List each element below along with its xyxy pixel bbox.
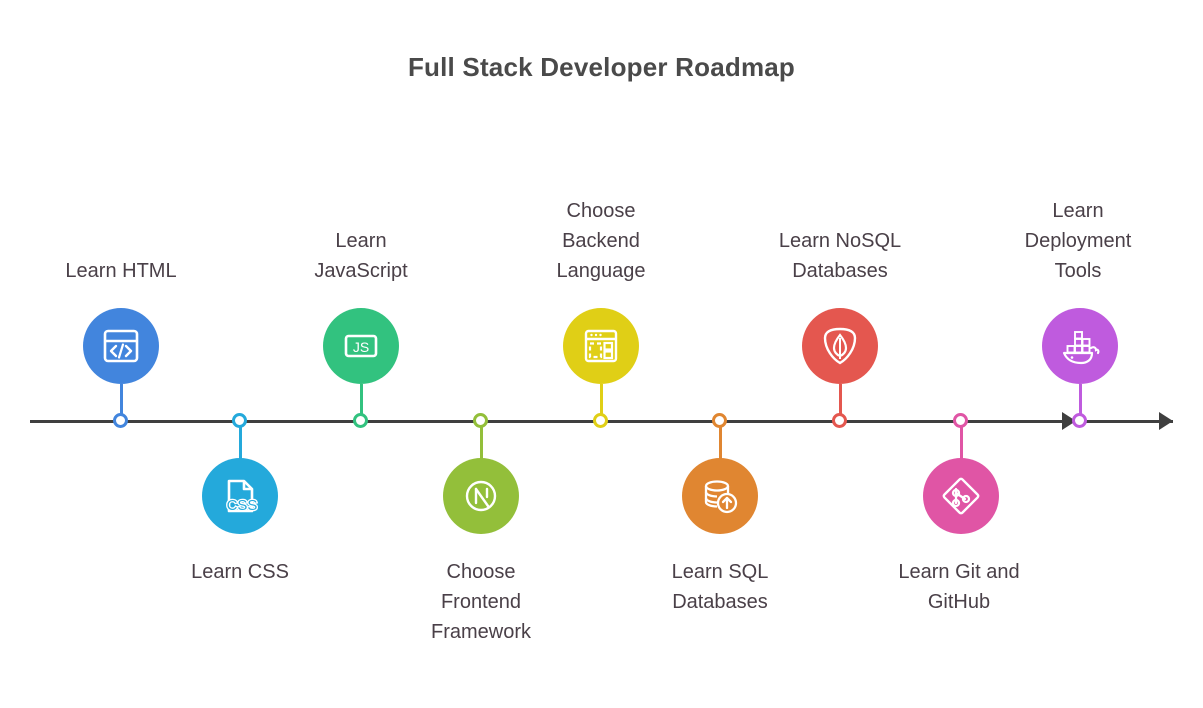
icon-badge[interactable]	[563, 308, 639, 384]
javascript-js-icon: JS	[337, 322, 385, 370]
icon-badge[interactable]: JS	[323, 308, 399, 384]
html-code-window-icon	[97, 322, 145, 370]
page-title: Full Stack Developer Roadmap	[407, 52, 796, 82]
connector-stem	[119, 384, 123, 424]
timeline-marker[interactable]	[832, 413, 847, 428]
timeline-marker[interactable]	[712, 413, 727, 428]
git-branch-diamond-icon	[937, 472, 985, 520]
svg-text:CSS: CSS	[227, 497, 258, 514]
milestone-label: Choose Frontend Framework	[430, 561, 531, 643]
connector-stem	[238, 420, 242, 460]
icon-badge[interactable]	[682, 458, 758, 534]
timeline-marker[interactable]	[473, 413, 488, 428]
timeline-marker[interactable]	[593, 413, 608, 428]
milestone-label: Learn SQL Databases	[671, 561, 769, 613]
svg-text:JS: JS	[353, 339, 369, 355]
backend-layout-icon	[577, 322, 625, 370]
nextjs-n-circle-icon	[457, 472, 505, 520]
timeline-marker[interactable]	[1072, 413, 1087, 428]
connector-stem	[479, 420, 483, 460]
connector-stem	[599, 384, 603, 424]
connector-stem	[718, 420, 722, 460]
icon-badge[interactable]	[802, 308, 878, 384]
connector-stem	[838, 384, 842, 424]
connector-stem	[1078, 384, 1082, 424]
mongodb-leaf-icon	[816, 322, 864, 370]
milestone-label: Learn Git and GitHub	[898, 561, 1020, 613]
timeline-marker[interactable]	[113, 413, 128, 428]
milestone-label: Learn HTML	[65, 260, 177, 282]
icon-badge[interactable]	[83, 308, 159, 384]
connector-stem	[959, 420, 963, 460]
icon-badge[interactable]	[443, 458, 519, 534]
css-document-icon: CSS	[216, 472, 264, 520]
icon-badge[interactable]	[1042, 308, 1118, 384]
connector-stem	[359, 384, 363, 424]
icon-badge[interactable]: CSS	[202, 458, 278, 534]
docker-whale-icon	[1056, 322, 1104, 370]
milestone-label: Learn Deployment Tools	[1024, 200, 1132, 282]
milestone-label: Learn CSS	[191, 561, 289, 583]
timeline-marker[interactable]	[353, 413, 368, 428]
timeline-marker[interactable]	[953, 413, 968, 428]
timeline-marker[interactable]	[232, 413, 247, 428]
milestone-label: Choose Backend Language	[556, 200, 646, 282]
milestone-label: Learn JavaScript	[314, 230, 408, 282]
timeline-arrow-end	[1159, 412, 1173, 430]
milestone-label: Learn NoSQL Databases	[778, 230, 902, 282]
icon-badge[interactable]	[923, 458, 999, 534]
sql-database-upload-icon	[696, 472, 744, 520]
